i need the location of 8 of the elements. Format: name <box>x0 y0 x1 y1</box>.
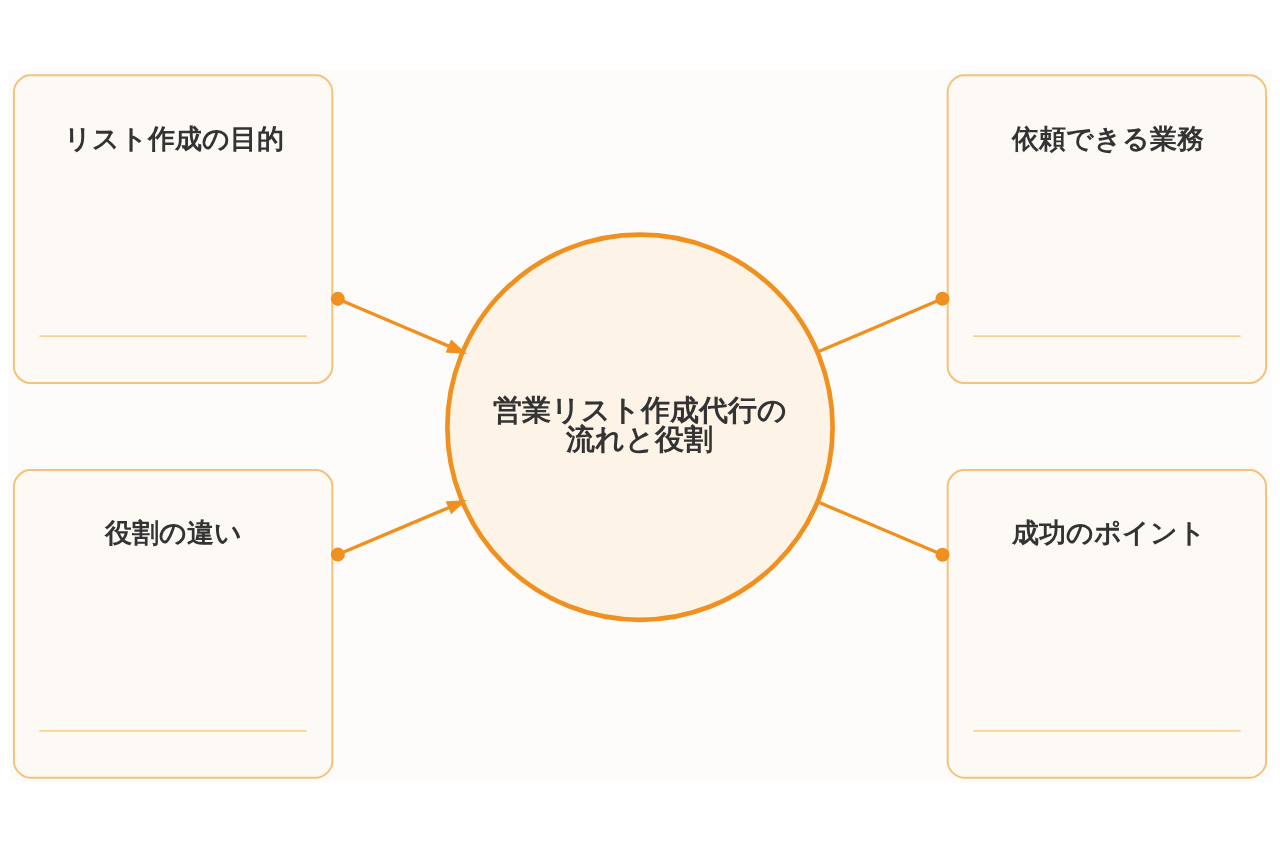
arrow <box>330 291 467 354</box>
node-box: 成功のポイント <box>946 468 1268 779</box>
connector <box>816 291 950 354</box>
node-box: リスト作成の目的 <box>12 74 334 385</box>
connector <box>817 500 950 562</box>
arrow <box>330 499 467 562</box>
node-box: 依頼できる業務 <box>946 74 1268 385</box>
node-box: 役割の違い <box>12 468 334 779</box>
